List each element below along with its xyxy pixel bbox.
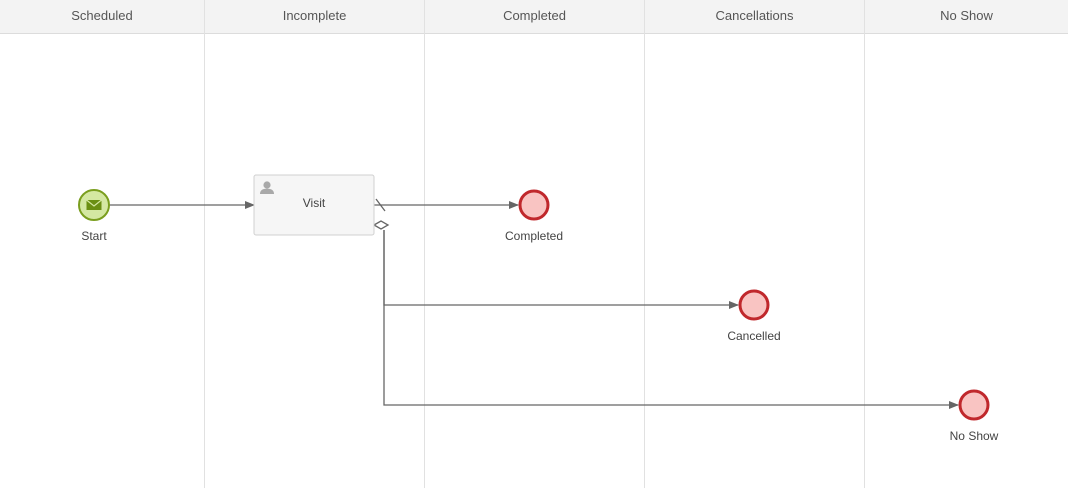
user-icon [260, 181, 274, 194]
end-event-cancelled-label: Cancelled [727, 329, 781, 343]
lane-header-cancellations[interactable]: Cancellations [645, 0, 864, 34]
envelope-icon [86, 199, 102, 210]
lane-header-incomplete[interactable]: Incomplete [205, 0, 424, 34]
lane-header-completed[interactable]: Completed [425, 0, 644, 34]
visit-task-label: Visit [302, 196, 326, 210]
lane-divider[interactable] [424, 0, 425, 488]
lane-header-scheduled[interactable]: Scheduled [0, 0, 204, 34]
end-event-cancelled[interactable] [738, 289, 770, 321]
lane-divider[interactable] [864, 0, 865, 488]
end-event-no-show-label: No Show [949, 429, 999, 443]
lane-divider[interactable] [204, 0, 205, 488]
default-flow-slash [375, 198, 386, 212]
visit-task[interactable] [253, 174, 375, 236]
end-event-no-show[interactable] [958, 389, 990, 421]
lane-header-no-show[interactable]: No Show [865, 0, 1068, 34]
flow-visit-to-no-show[interactable] [383, 230, 959, 409]
start-event-label: Start [81, 229, 107, 243]
start-event[interactable] [78, 189, 110, 221]
end-event-completed[interactable] [518, 189, 550, 221]
lane-divider[interactable] [644, 0, 645, 488]
conditional-flow-diamond [372, 220, 390, 230]
end-event-completed-label: Completed [504, 229, 564, 243]
